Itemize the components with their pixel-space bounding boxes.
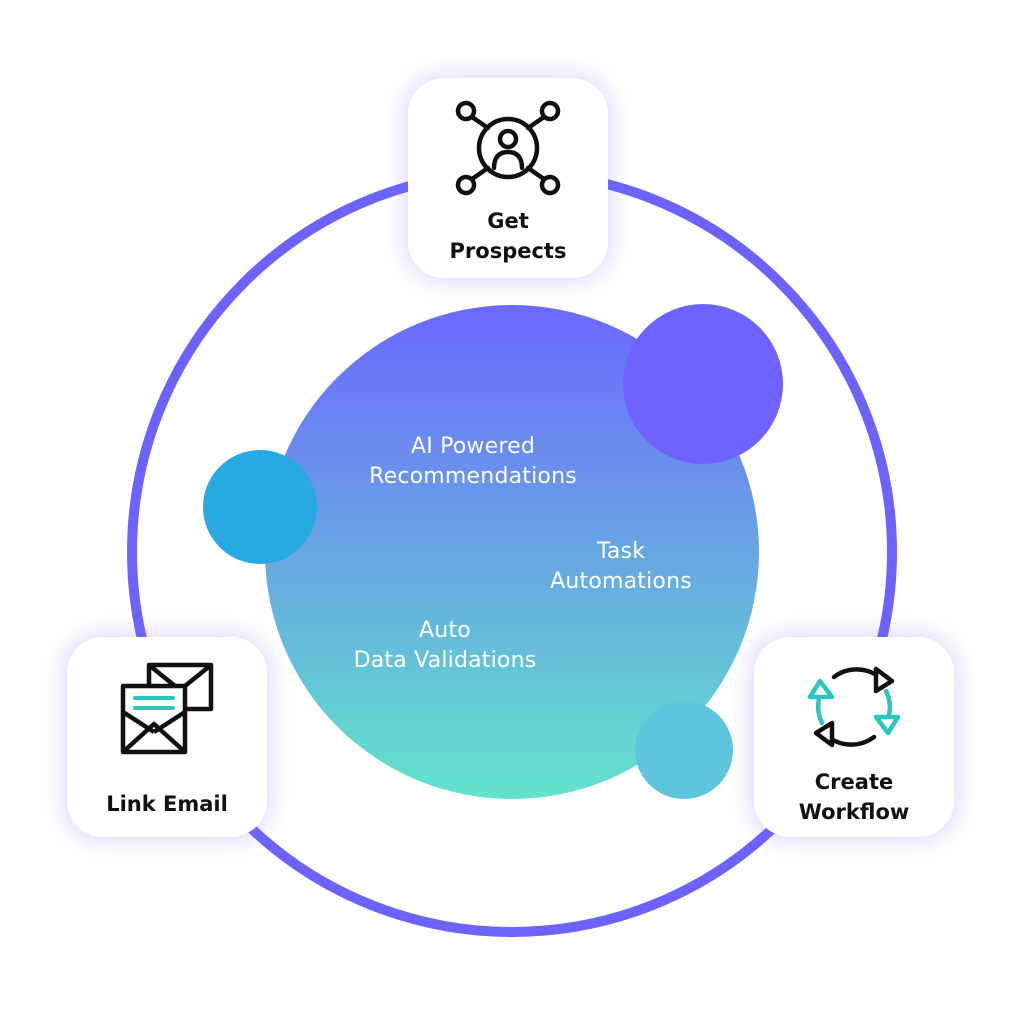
card-label-line: Create	[814, 770, 894, 794]
accent-circle-purple	[623, 304, 783, 464]
center-item-ai-recommendations: AI Powered Recommendations	[353, 432, 593, 492]
center-item-task-automations: Task Automations	[541, 537, 701, 597]
center-item-line: Recommendations	[369, 464, 577, 489]
center-item-data-validations: Auto Data Validations	[335, 616, 555, 676]
card-label-line: Get	[487, 209, 529, 233]
card-label-line: Prospects	[449, 239, 567, 263]
center-item-line: Automations	[550, 569, 692, 594]
card-link-email: Link Email	[67, 637, 267, 837]
network-person-icon	[455, 100, 561, 196]
sync-arrows-icon	[807, 666, 901, 748]
center-item-line: Task	[596, 539, 646, 564]
accent-circle-teal	[635, 701, 733, 799]
card-label-link-email: Link Email	[67, 789, 267, 819]
envelopes-icon	[120, 662, 214, 755]
card-get-prospects: Get Prospects	[408, 78, 608, 278]
card-label-line: Workflow	[798, 800, 910, 824]
card-label-create-workflow: Create Workflow	[754, 767, 954, 827]
card-create-workflow: Create Workflow	[754, 637, 954, 837]
center-item-line: Auto	[419, 618, 471, 643]
card-label-get-prospects: Get Prospects	[408, 206, 608, 266]
center-item-line: AI Powered	[410, 434, 536, 459]
card-label-line: Link Email	[106, 792, 228, 816]
center-item-line: Data Validations	[353, 648, 537, 673]
accent-circle-blue	[203, 450, 317, 564]
center-circle	[265, 305, 759, 799]
